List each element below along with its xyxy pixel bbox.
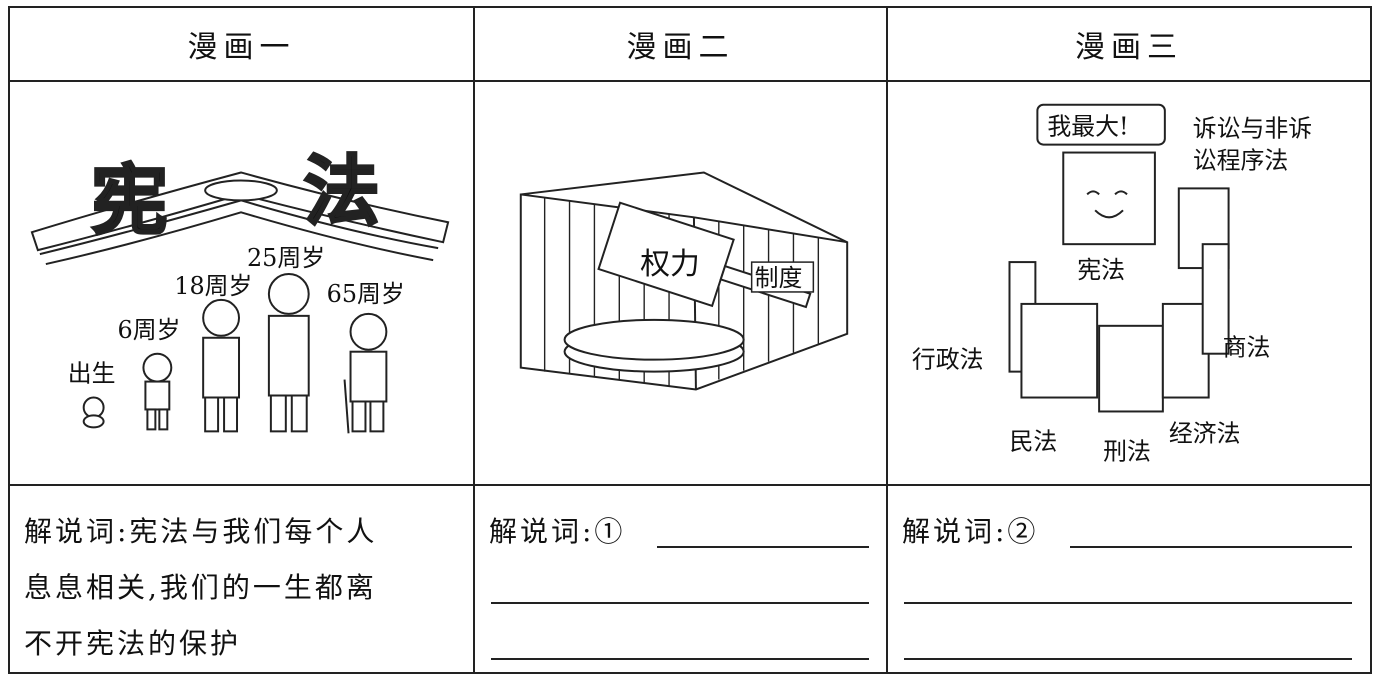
caption-3-cell: 解说词:② xyxy=(886,484,1372,674)
answer-line-2b[interactable] xyxy=(491,602,869,604)
caption-1: 解说词:宪法与我们每个人 息息相关,我们的一生都离 不开宪法的保护 xyxy=(10,486,473,672)
age-label-65: 65周岁 xyxy=(327,280,405,308)
age-label-25: 25周岁 xyxy=(247,244,325,272)
gavel-label: 权力 xyxy=(640,247,700,282)
caption-1-line-1: 解说词:宪法与我们每个人 xyxy=(24,515,378,548)
big-char-fa: 法 xyxy=(304,146,380,235)
comic-1-cell: 宪 法 出生 6周岁 18周岁 25周岁 65周岁 xyxy=(8,80,475,486)
caption-3: 解说词:② xyxy=(888,486,1370,560)
caption-2-label: 解说词:① xyxy=(489,515,626,548)
age-label-birth: 出生 xyxy=(68,360,116,388)
answer-line-2c[interactable] xyxy=(491,658,869,660)
teen-figure xyxy=(202,298,241,433)
comic-3-cell: 我最大! 宪法 诉讼与非诉 讼程序法 行政法 商法 xyxy=(886,80,1372,486)
age-label-18: 18周岁 xyxy=(174,272,252,300)
baby-figure xyxy=(82,396,105,429)
big-char-xian: 宪 xyxy=(92,156,168,245)
comic-3-illustration: 我最大! 宪法 诉讼与非诉 讼程序法 行政法 商法 xyxy=(912,103,1312,465)
procedure-law-line2: 讼程序法 xyxy=(1193,146,1289,174)
criminal-law-label: 刑法 xyxy=(1103,437,1151,465)
comic-2-cell: 权力 制度 xyxy=(473,80,888,486)
child-figure xyxy=(142,352,173,431)
answer-line-3a[interactable] xyxy=(1070,546,1352,548)
age-label-6: 6周岁 xyxy=(118,316,181,344)
answer-line-3b[interactable] xyxy=(904,602,1352,604)
constitution-block xyxy=(1062,151,1156,246)
law-blocks-ring xyxy=(1008,243,1230,413)
comic-2-illustration: 权力 制度 xyxy=(519,171,849,391)
caption-1-line-2: 息息相关,我们的一生都离 xyxy=(24,571,377,604)
header-comic-2: 漫画二 xyxy=(473,6,888,82)
procedure-law-line1: 诉讼与非诉 xyxy=(1193,115,1312,143)
answer-line-3c[interactable] xyxy=(904,658,1352,660)
comic-1-illustration: 宪 法 出生 6周岁 18周岁 25周岁 65周岁 xyxy=(30,145,450,434)
constitution-label: 宪法 xyxy=(1077,256,1125,284)
admin-law-label: 行政法 xyxy=(912,346,984,374)
economic-law-label: 经济法 xyxy=(1169,419,1241,447)
answer-line-2a[interactable] xyxy=(657,546,869,548)
caption-2-cell: 解说词:① xyxy=(473,484,888,674)
header-comic-1: 漫画一 xyxy=(8,6,475,82)
caption-2: 解说词:① xyxy=(475,486,886,560)
comic-table: 漫画一 漫画二 漫画三 宪 法 出生 6周岁 18周岁 25周岁 65周岁 xyxy=(8,6,1372,674)
caption-3-label: 解说词:② xyxy=(902,515,1039,548)
cage-label: 制度 xyxy=(755,264,803,292)
speech-text: 我最大! xyxy=(1047,113,1128,141)
commercial-law-label: 商法 xyxy=(1223,334,1271,362)
elder-figure xyxy=(343,312,388,434)
caption-1-line-3: 不开宪法的保护 xyxy=(24,627,242,660)
civil-law-label: 民法 xyxy=(1009,427,1057,455)
caption-1-cell: 解说词:宪法与我们每个人 息息相关,我们的一生都离 不开宪法的保护 xyxy=(8,484,475,674)
header-comic-3: 漫画三 xyxy=(886,6,1372,82)
speech-bubble xyxy=(1036,103,1166,146)
adult-figure xyxy=(267,273,310,433)
